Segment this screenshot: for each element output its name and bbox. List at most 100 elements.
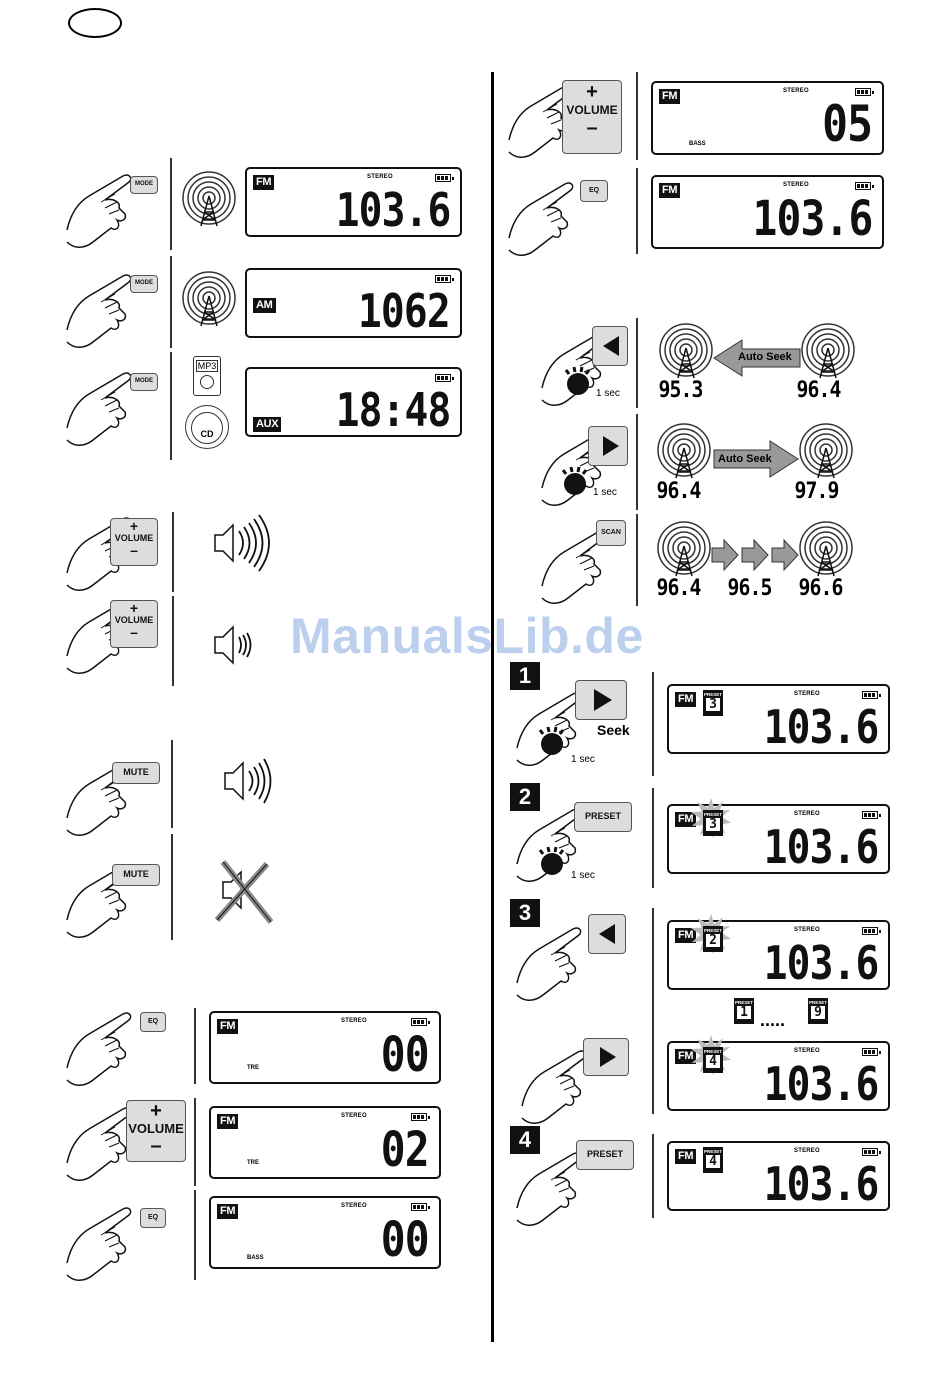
preset-number: 1: [737, 1006, 751, 1019]
triangle-right-icon: [603, 436, 619, 456]
language-badge-oval: [68, 8, 122, 38]
stereo-indicator: STEREO: [794, 927, 820, 933]
divider: [170, 158, 172, 250]
band-label: FM: [217, 1204, 239, 1219]
battery-icon: [862, 1148, 881, 1156]
frequency-digits: 103.6: [763, 936, 879, 990]
preset-number: 3: [706, 818, 720, 831]
mp3-player-icon: MP3: [193, 356, 221, 396]
timer-icon: [538, 725, 565, 757]
preset-number: 4: [706, 1155, 720, 1168]
battery-icon: [435, 174, 454, 182]
timer-icon: [538, 845, 565, 877]
found-frequency: 96.4: [796, 378, 841, 403]
column-divider: [491, 72, 494, 1342]
triangle-left-icon: [603, 336, 619, 356]
mode-button[interactable]: MODE: [130, 373, 158, 391]
muted-speaker-icon: [214, 860, 274, 924]
step-number: 2: [510, 783, 540, 811]
preset-number: 9: [811, 1006, 825, 1019]
eq-button[interactable]: EQ: [580, 180, 608, 202]
radio-tower-icon: [657, 423, 711, 479]
preset-number: 2: [706, 934, 720, 947]
band-label: FM: [675, 1049, 697, 1064]
scan-button[interactable]: SCAN: [596, 520, 626, 546]
scan-frequency: 96.4: [656, 576, 701, 601]
timer-icon: [564, 365, 591, 397]
eq-button[interactable]: EQ: [140, 1208, 166, 1228]
divider: [170, 352, 172, 460]
triangle-right-icon: [594, 689, 612, 711]
seek-up-button[interactable]: [588, 426, 628, 466]
seek-up-button[interactable]: [575, 680, 627, 720]
preset-button[interactable]: PRESET: [574, 802, 632, 832]
seek-down-button[interactable]: [592, 326, 628, 366]
band-label: FM: [675, 928, 697, 943]
volume-label: VOLUME: [128, 1121, 184, 1136]
found-frequency: 97.9: [794, 479, 839, 504]
battery-icon: [435, 275, 454, 283]
minus-label: –: [130, 624, 138, 640]
preset-label: PRESET: [704, 1049, 723, 1054]
plus-label: +: [129, 600, 139, 616]
radio-tower-icon: [659, 323, 713, 379]
mode-button[interactable]: MODE: [130, 176, 158, 194]
stereo-indicator: STEREO: [783, 88, 809, 94]
start-frequency: 96.4: [656, 479, 701, 504]
battery-icon: [855, 88, 874, 96]
divider: [652, 1134, 654, 1218]
frequency-digits: 103.6: [763, 820, 879, 874]
volume-label: VOLUME: [114, 533, 154, 543]
mute-button[interactable]: MUTE: [112, 762, 160, 784]
mute-button[interactable]: MUTE: [112, 864, 160, 886]
plus-label: +: [129, 518, 139, 534]
minus-label: –: [130, 542, 138, 558]
volume-button[interactable]: + VOLUME –: [126, 1100, 186, 1162]
volume-button[interactable]: + VOLUME –: [110, 518, 158, 566]
divider: [194, 1190, 196, 1280]
lcd-display-treble: FM STEREO TRE 00: [209, 1011, 441, 1084]
preset-label: PRESET: [704, 692, 723, 697]
volume-button[interactable]: + VOLUME –: [562, 80, 622, 154]
divider: [636, 514, 638, 606]
speaker-loud-icon: [214, 514, 270, 572]
watermark: ManualsLib.de: [290, 608, 644, 664]
battery-icon: [862, 927, 881, 935]
eq-mode-label: BASS: [689, 141, 706, 147]
step-number: 1: [510, 662, 540, 690]
scan-arrows-icon: [711, 538, 799, 572]
auto-seek-label: Auto Seek: [718, 453, 772, 465]
band-label: FM: [675, 1149, 697, 1164]
battery-icon: [411, 1203, 430, 1211]
eq-level-digits: 00: [381, 1212, 430, 1268]
frequency-digits: 103.6: [763, 700, 879, 754]
eq-button[interactable]: EQ: [140, 1012, 166, 1032]
triangle-right-icon: [600, 1047, 616, 1067]
plus-label: +: [586, 81, 598, 103]
mode-button[interactable]: MODE: [130, 275, 158, 293]
stereo-indicator: STEREO: [341, 1203, 367, 1209]
preset-button[interactable]: PRESET: [576, 1140, 634, 1170]
preset-up-button[interactable]: [583, 1038, 629, 1076]
divider: [171, 834, 173, 940]
arrow-right-icon: [713, 440, 799, 478]
preset-label: PRESET: [704, 928, 723, 933]
frequency-digits: 103.6: [763, 1157, 879, 1211]
preset-number: 4: [706, 1055, 720, 1068]
divider: [636, 414, 638, 510]
stereo-indicator: STEREO: [783, 182, 809, 188]
battery-icon: [435, 374, 454, 382]
lcd-display-treble-adjust: FM STEREO TRE 02: [209, 1106, 441, 1179]
band-label: FM: [675, 812, 697, 827]
hold-time-label: 1 sec: [571, 754, 595, 765]
divider: [652, 672, 654, 776]
eq-level-digits: 02: [381, 1122, 430, 1178]
preset-label: PRESET: [704, 1149, 723, 1154]
preset-down-button[interactable]: [588, 914, 626, 954]
volume-button[interactable]: + VOLUME –: [110, 600, 158, 648]
